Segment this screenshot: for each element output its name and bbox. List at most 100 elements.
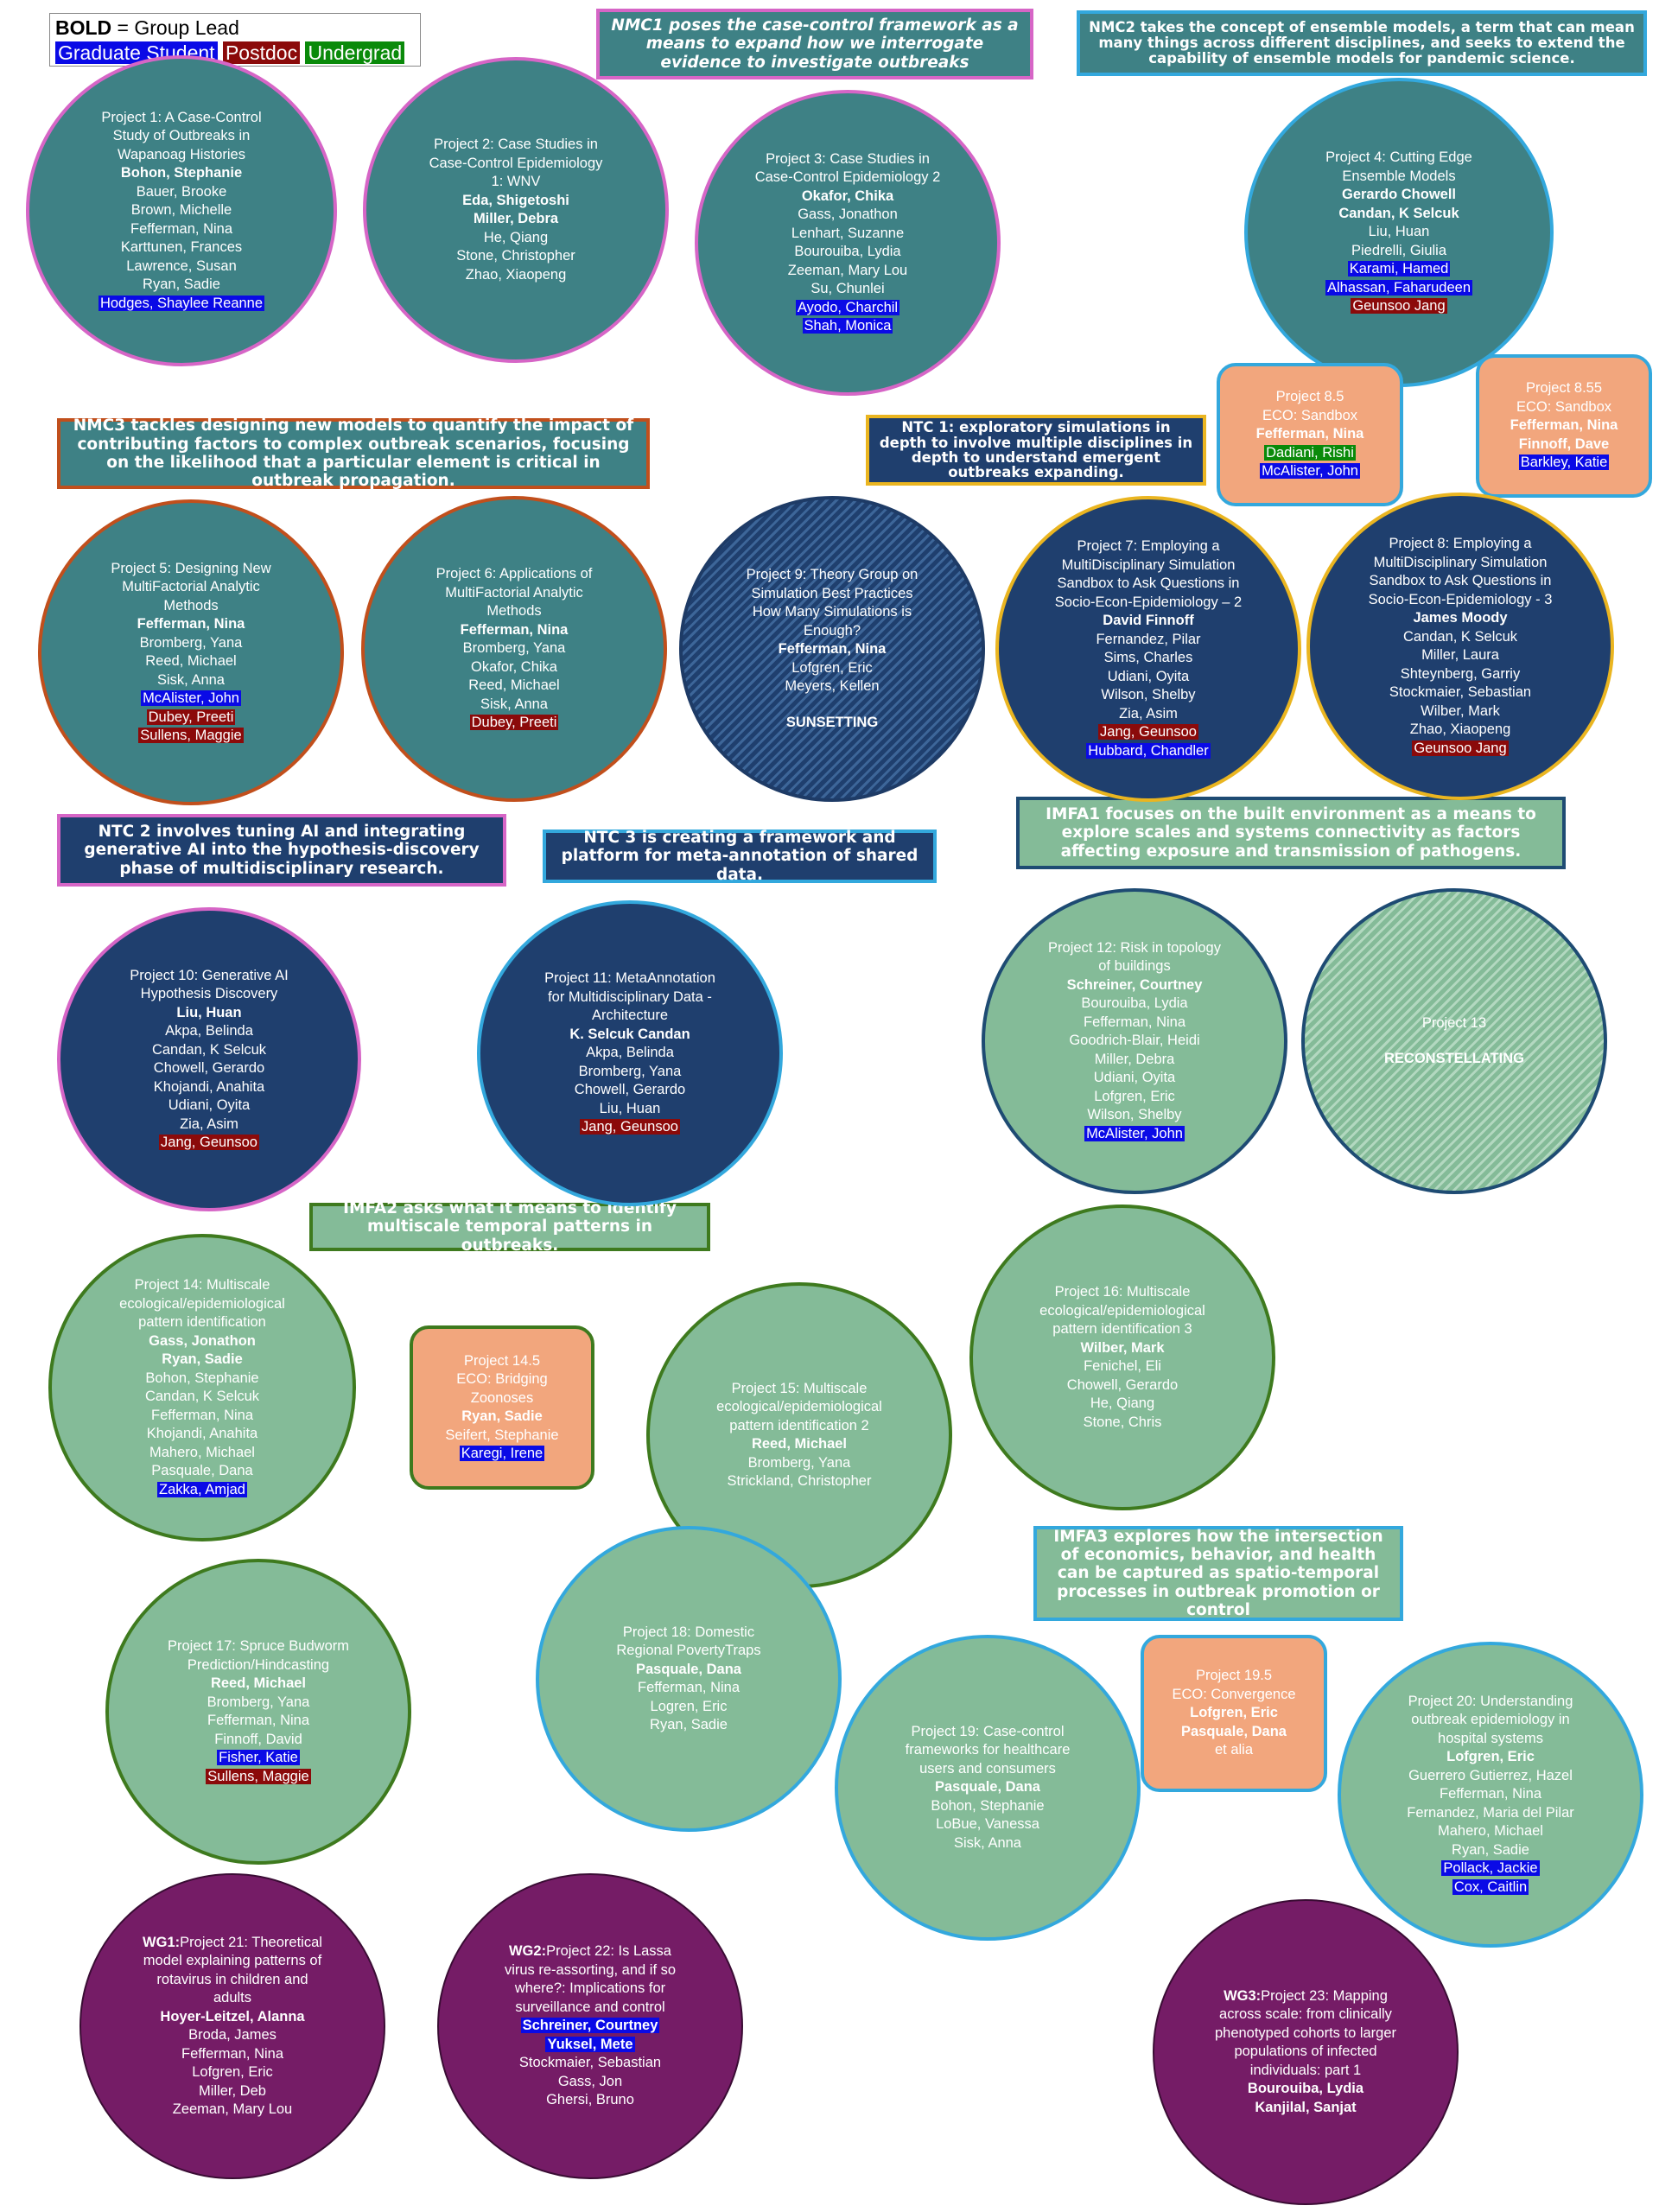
- group-lead: Miller, Debra: [473, 211, 559, 226]
- member: Goodrich-Blair, Heidi: [1069, 1033, 1200, 1049]
- member: Zhao, Xiaopeng: [1409, 721, 1511, 737]
- legend: BOLD = Group Lead Graduate Student Postd…: [49, 13, 421, 67]
- banner-ntc1: NTC 1: exploratory simulations in depth …: [866, 415, 1206, 486]
- member: Shteynberg, Garriy: [1400, 665, 1521, 682]
- project-title: users and consumers: [919, 1760, 1056, 1777]
- postdoc-member: Jang, Geunsoo: [159, 1134, 259, 1153]
- member: Seifert, Stephanie: [445, 1427, 559, 1443]
- graduate-member: Ayodo, Charchil: [795, 299, 900, 318]
- banner-ntc3: NTC 3 is creating a framework and platfo…: [543, 829, 937, 884]
- member: Lenhart, Suzanne: [791, 225, 905, 241]
- graduate-member: Cox, Caitlin: [1452, 1878, 1529, 1897]
- group-lead: Gerardo Chowell: [1341, 187, 1457, 203]
- member: Khojandi, Anahita: [153, 1078, 265, 1095]
- member: Reed, Michael: [145, 653, 237, 669]
- member: Stone, Christopher: [456, 248, 575, 264]
- member: Broda, James: [188, 2027, 276, 2043]
- project-title: Methods: [163, 597, 219, 613]
- member: Candan, K Selcuk: [1402, 628, 1518, 645]
- member: Bourouiba, Lydia: [1081, 995, 1188, 1012]
- legend-graduate: Graduate Student: [55, 41, 218, 64]
- project-title: Project 19: Case-control: [911, 1723, 1065, 1739]
- member: Mahero, Michael: [149, 1444, 255, 1460]
- group-lead: Eda, Shigetoshi: [462, 192, 569, 208]
- project-title: Project 1: A Case-Control: [101, 109, 262, 125]
- member: Candan, K Selcuk: [151, 1041, 267, 1058]
- project-title: Prediction/Hindcasting: [187, 1656, 330, 1673]
- project-title: ecological/epidemiological: [119, 1295, 285, 1312]
- graduate-member-highlight: Fisher, Katie: [217, 1750, 300, 1765]
- member: Udiani, Oyita: [168, 1097, 251, 1113]
- member: et alia: [1214, 1742, 1254, 1758]
- graduate-member-highlight: Hubbard, Chandler: [1086, 742, 1211, 759]
- project-title: Project 14: Multiscale: [134, 1277, 270, 1293]
- postdoc-member: Jang, Geunsoo: [580, 1118, 680, 1137]
- project-title: 1: WNV: [491, 174, 541, 189]
- graduate-member: Alhassan, Faharudeen: [1325, 279, 1473, 298]
- project-title: Project 9: Theory Group on: [746, 567, 918, 582]
- graduate-member-highlight: McAlister, John: [1260, 463, 1360, 480]
- member: Zeeman, Mary Lou: [787, 262, 908, 278]
- graduate-member-highlight: McAlister, John: [141, 690, 241, 706]
- graduate-member-highlight: Shah, Monica: [802, 318, 893, 334]
- group-lead: Fefferman, Nina: [1510, 417, 1618, 434]
- member: Guerrero Gutierrez, Hazel: [1408, 1767, 1573, 1783]
- group-lead: Hoyer-Leitzel, Alanna: [160, 2008, 305, 2024]
- working-group-label: WG1:: [143, 1934, 181, 1950]
- member: Bohon, Stephanie: [145, 1370, 259, 1386]
- member: Logren, Eric: [650, 1698, 728, 1714]
- graduate-member: McAlister, John: [1084, 1125, 1185, 1144]
- project-title: surveillance and control: [515, 1999, 665, 2015]
- postdoc-member-highlight: Jang, Geunsoo: [580, 1119, 680, 1135]
- member: Wilson, Shelby: [1101, 687, 1196, 702]
- project-title: where?: Implications for: [514, 1980, 666, 1997]
- project-title: phenotyped cohorts to larger: [1214, 2024, 1397, 2041]
- project-title: model explaining patterns of: [143, 1953, 322, 1968]
- project-title: Case-Control Epidemiology 2: [754, 169, 941, 185]
- postdoc-member-highlight: Jang, Geunsoo: [159, 1135, 259, 1150]
- group-lead: Fefferman, Nina: [778, 641, 887, 657]
- project-title: MultiFactorial Analytic: [122, 579, 260, 594]
- member: Bromberg, Yana: [578, 1063, 682, 1079]
- member: Bromberg, Yana: [207, 1694, 310, 1710]
- project-title: Project 13: [1421, 1014, 1487, 1031]
- member: Bromberg, Yana: [747, 1454, 851, 1471]
- graduate-member: Fisher, Katie: [217, 1749, 300, 1768]
- group-lead: Fefferman, Nina: [1255, 426, 1364, 442]
- member: Bauer, Brooke: [136, 183, 227, 200]
- legend-bold-word: BOLD: [55, 16, 112, 39]
- member: Chowell, Gerardo: [574, 1082, 686, 1098]
- member: Ryan, Sadie: [1452, 1841, 1529, 1858]
- group-lead: Candan, K Selcuk: [1338, 205, 1459, 221]
- project-14-circle: Project 14: Multiscale ecological/epidemi…: [48, 1234, 356, 1541]
- legend-role-row: Graduate Student Postdoc Undergrad: [55, 41, 415, 66]
- member: Lofgren, Eric: [192, 2064, 273, 2080]
- member: Akpa, Belinda: [586, 1045, 674, 1061]
- member: Lawrence, Susan: [126, 257, 237, 274]
- postdoc-member-highlight: Dubey, Preeti: [146, 709, 236, 725]
- postdoc-member: Dubey, Preeti: [146, 709, 236, 728]
- member: Sisk, Anna: [157, 671, 225, 688]
- project-title: Socio-Econ-Epidemiology – 2: [1054, 594, 1243, 610]
- postdoc-member-highlight: Geunsoo Jang: [1412, 740, 1509, 756]
- working-group-label: WG3:: [1224, 1987, 1262, 2004]
- postdoc-member: Sullens, Maggie: [138, 727, 244, 746]
- member: Okafor, Chika: [471, 658, 557, 675]
- group-lead: Reed, Michael: [210, 1675, 307, 1691]
- group-lead-graduate-highlight: Yuksel, Mete: [545, 2036, 635, 2052]
- project-title: MultiDisciplinary Simulation: [1061, 556, 1236, 573]
- member: Stockmaier, Sebastian: [1389, 684, 1532, 700]
- member: Fefferman, Nina: [638, 1680, 740, 1695]
- member: Reed, Michael: [468, 677, 560, 694]
- group-lead-graduate: Yuksel, Mete: [545, 2036, 635, 2055]
